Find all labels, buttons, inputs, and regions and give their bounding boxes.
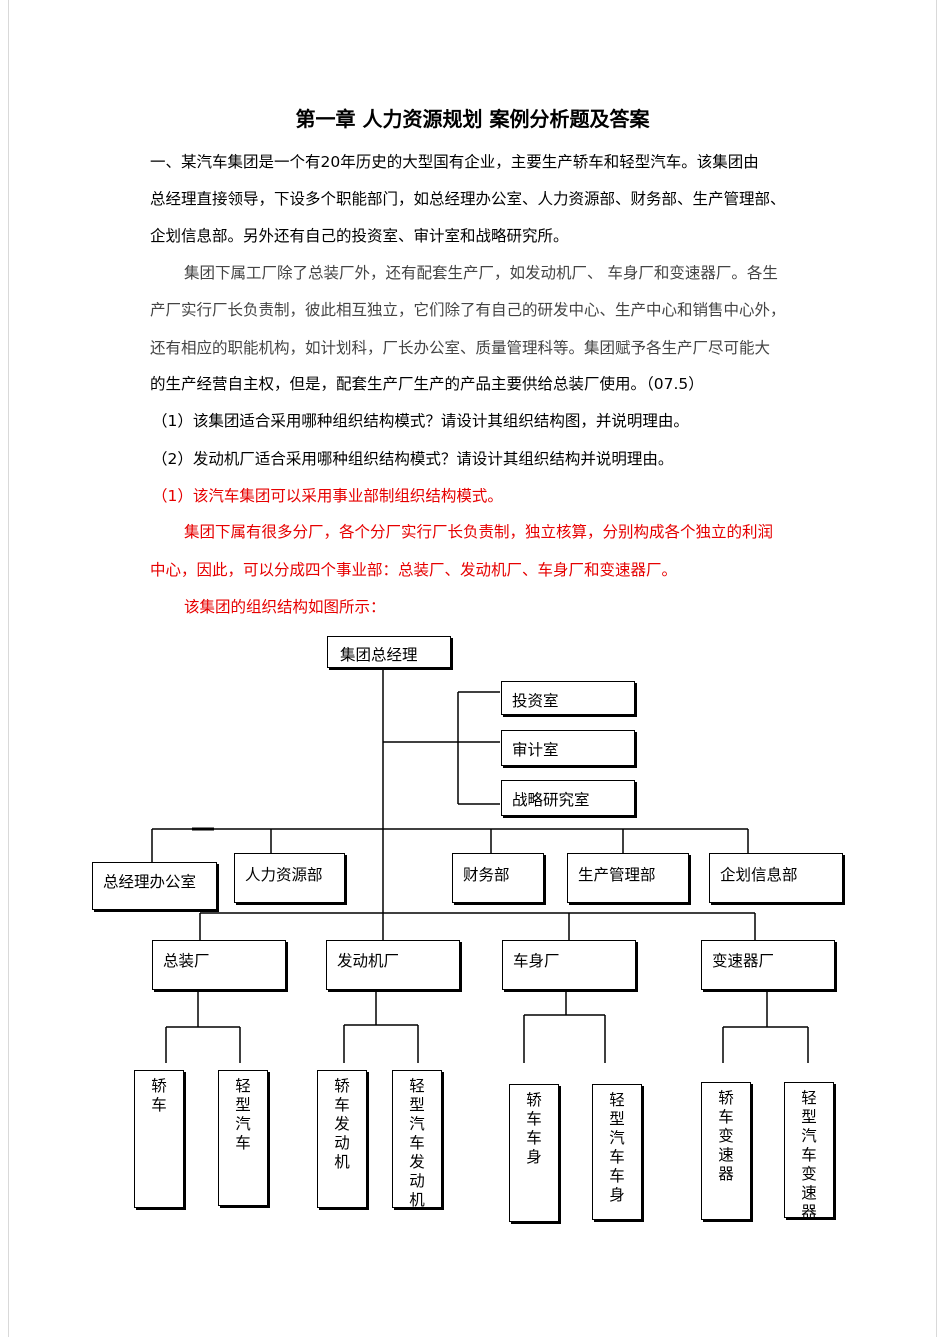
org-division-engine: 发动机厂 (326, 940, 460, 990)
answer-line: 中心，因此，可以分成四个事业部：总装厂、发动机厂、车身厂和变速器厂。 (150, 561, 678, 579)
org-product-box: 轿车变速器 (701, 1082, 751, 1220)
org-staff-audit: 审计室 (501, 730, 635, 766)
org-product-label: 轻型汽车车身 (609, 1091, 625, 1204)
org-dept-gm-office: 总经理办公室 (92, 862, 217, 910)
org-product-label: 轿车 (151, 1077, 167, 1114)
answer-line: （1）该汽车集团可以采用事业部制组织结构模式。 (152, 487, 503, 505)
question-1: （1）该集团适合采用哪种组织结构模式？请设计其组织结构图，并说明理由。 (152, 412, 689, 430)
page-border (8, 0, 937, 1337)
org-product-box: 轻型汽车 (218, 1070, 268, 1206)
org-product-label: 轿车发动机 (334, 1077, 350, 1171)
org-division-transmission: 变速器厂 (701, 940, 835, 990)
org-dept-hr: 人力资源部 (234, 853, 345, 903)
paragraph-line: 集团下属工厂除了总装厂外，还有配套生产厂，如发动机厂、 车身厂和变速器厂。各生 (184, 264, 778, 282)
org-product-label: 轿车变速器 (718, 1089, 734, 1183)
answer-line: 集团下属有很多分厂，各个分厂实行厂长负责制，独立核算，分别构成各个独立的利润 (184, 523, 774, 541)
org-staff-investment: 投资室 (501, 681, 635, 715)
paragraph-line: 产厂实行厂长负责制，彼此相互独立，它们除了有自己的研发中心、生产中心和销售中心外… (150, 301, 786, 319)
org-product-box: 轻型汽车发动机 (392, 1070, 442, 1209)
paragraph-line: 总经理直接领导，下设多个职能部门，如总经理办公室、人力资源部、财务部、生产管理部… (150, 190, 786, 208)
org-product-box: 轻型汽车车身 (592, 1084, 642, 1220)
paragraph-line: 还有相应的职能机构，如计划科，厂长办公室、质量管理科等。集团赋予各生产厂尽可能大 (150, 339, 771, 357)
paragraph-line: 的生产经营自主权，但是，配套生产厂生产的产品主要供给总装厂使用。（07.5） (150, 375, 704, 393)
org-product-label: 轿车车身 (526, 1091, 542, 1166)
org-product-box: 轿车车身 (509, 1084, 559, 1222)
org-division-assembly: 总装厂 (152, 940, 286, 990)
org-product-label: 轻型汽车变速器 (801, 1089, 817, 1221)
org-product-box: 轿车发动机 (317, 1070, 367, 1208)
org-product-label: 轻型汽车发动机 (409, 1077, 425, 1209)
answer-line: 该集团的组织结构如图所示： (184, 598, 386, 616)
org-product-box: 轿车 (134, 1070, 184, 1208)
org-dept-finance: 财务部 (452, 853, 544, 903)
org-product-label: 轻型汽车 (235, 1077, 251, 1152)
org-staff-strategy: 战略研究室 (501, 780, 635, 816)
paragraph-line: 企划信息部。另外还有自己的投资室、审计室和战略研究所。 (150, 227, 569, 245)
org-dept-planning: 企划信息部 (709, 853, 843, 903)
org-product-box: 轻型汽车变速器 (784, 1082, 834, 1221)
org-division-body: 车身厂 (502, 940, 636, 990)
paragraph-line: 一、某汽车集团是一个有20年历史的大型国有企业，主要生产轿车和轻型汽车。该集团由 (150, 153, 759, 171)
question-2: （2）发动机厂适合采用哪种组织结构模式？请设计其组织结构并说明理由。 (152, 450, 674, 468)
org-dept-production: 生产管理部 (567, 853, 689, 903)
org-root-box: 集团总经理 (327, 636, 451, 668)
doc-title: 第一章 人力资源规划 案例分析题及答案 (295, 107, 650, 131)
